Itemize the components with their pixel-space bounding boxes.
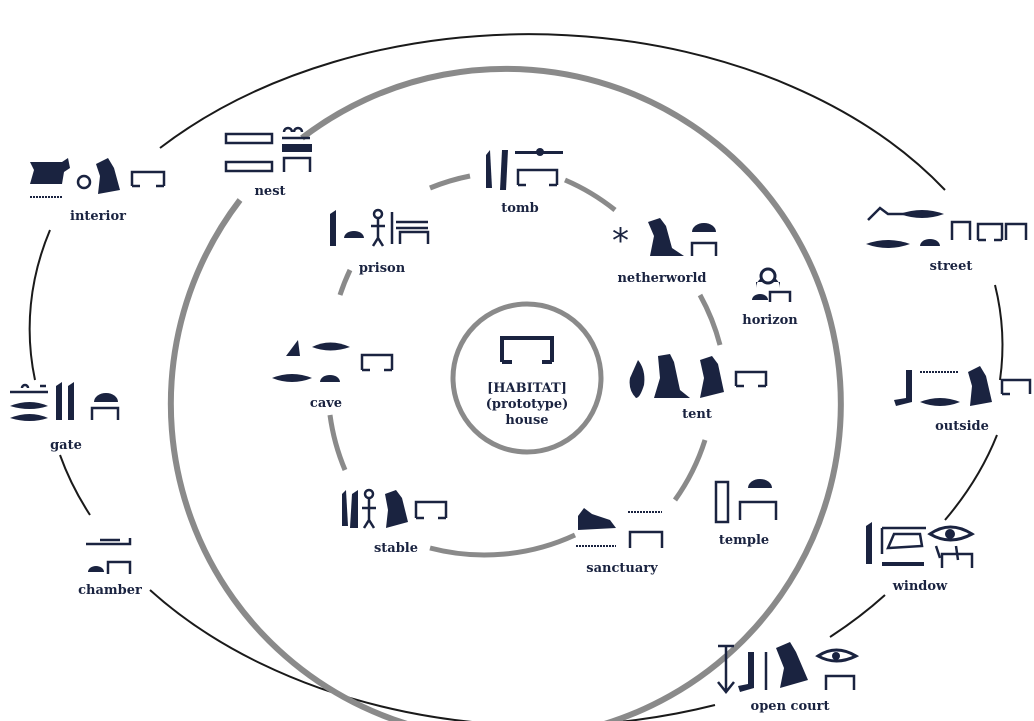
interior-glyphs (30, 158, 164, 197)
window-glyphs (866, 522, 972, 568)
window-label: window (892, 579, 948, 594)
chamber-glyphs (86, 538, 130, 574)
term-horizon: horizon (742, 269, 798, 328)
gate-glyphs (10, 382, 118, 421)
horizon-glyphs (752, 269, 790, 302)
tent-glyphs (630, 354, 766, 398)
cave-glyphs (272, 340, 392, 382)
temple-glyphs (716, 479, 776, 522)
tomb-glyphs (486, 148, 563, 190)
interior-label: interior (70, 209, 126, 224)
term-window: window (866, 522, 972, 594)
street-label: street (930, 259, 973, 274)
term-sanctuary: sanctuary (576, 508, 662, 576)
star-glyph: * (612, 221, 629, 261)
horizon-label: horizon (742, 313, 798, 328)
center-line-1: [HABITAT] (487, 381, 567, 396)
outer-ring (30, 34, 1003, 721)
term-outside: outside (894, 366, 1030, 434)
term-tomb: tomb (486, 148, 563, 216)
house-glyph (502, 338, 552, 362)
temple-label: temple (719, 533, 769, 548)
term-street: street (866, 208, 1026, 274)
term-cave: cave (272, 340, 392, 411)
open-court-label: open court (751, 699, 830, 714)
stable-label: stable (374, 541, 418, 556)
term-prison: prison (330, 210, 428, 276)
center-circle: [HABITAT] (prototype) house (453, 304, 601, 452)
nest-glyphs (226, 128, 312, 172)
chamber-label: chamber (78, 583, 142, 598)
prison-label: prison (359, 261, 406, 276)
term-stable: stable (342, 490, 446, 556)
outside-label: outside (935, 419, 989, 434)
tent-label: tent (682, 407, 712, 422)
open-court-glyphs (718, 642, 856, 692)
center-line-2: (prototype) (486, 397, 569, 412)
outside-glyphs (894, 366, 1030, 406)
tomb-label: tomb (501, 201, 539, 216)
prison-glyphs (330, 210, 428, 246)
term-gate: gate (10, 382, 118, 453)
sanctuary-glyphs (576, 508, 662, 548)
term-nest: nest (226, 128, 312, 199)
netherworld-label: netherworld (617, 271, 706, 286)
term-temple: temple (716, 479, 776, 548)
term-open-court: open court (718, 642, 856, 714)
term-interior: interior (30, 158, 164, 224)
gate-label: gate (50, 438, 82, 453)
netherworld-glyphs: * (612, 218, 716, 261)
term-tent: tent (630, 354, 766, 422)
sanctuary-label: sanctuary (586, 561, 658, 576)
center-line-3: house (505, 413, 548, 428)
term-netherworld: * netherworld (612, 218, 716, 286)
term-chamber: chamber (78, 538, 142, 598)
nest-label: nest (254, 184, 285, 199)
stable-glyphs (342, 490, 446, 528)
cave-label: cave (310, 396, 342, 411)
street-glyphs (866, 208, 1026, 248)
